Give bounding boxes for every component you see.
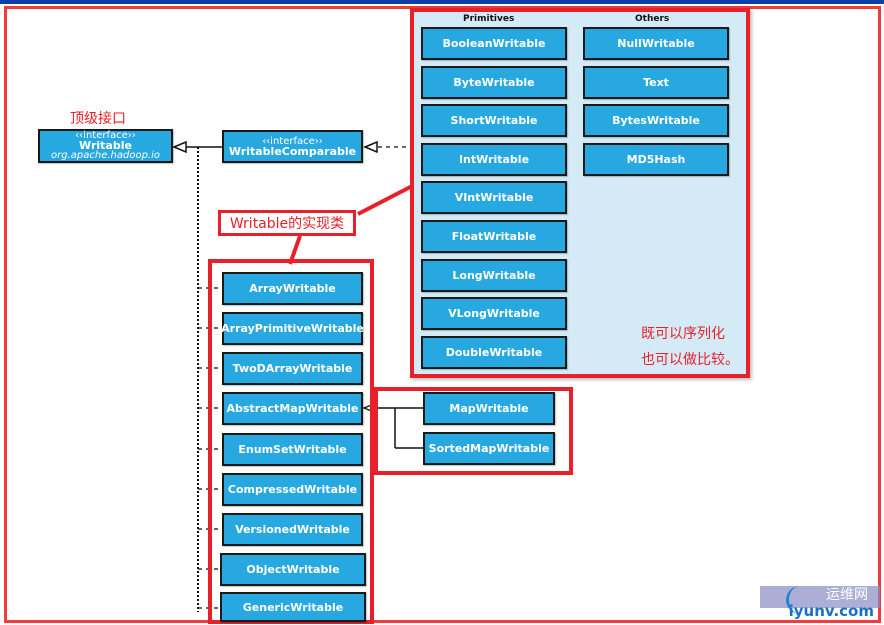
primitive-box[interactable]: ShortWritable (421, 104, 567, 137)
impl-classes-label: Writable的实现类 (218, 210, 356, 236)
other-box[interactable]: BytesWritable (583, 104, 729, 137)
impl-box[interactable]: VersionedWritable (222, 513, 363, 546)
comparable-note-line1: 既可以序列化 (641, 326, 725, 342)
primitive-box[interactable]: VLongWritable (421, 297, 567, 330)
primitive-box[interactable]: VIntWritable (421, 181, 567, 214)
top-interface-label: 顶级接口 (70, 111, 126, 127)
primitives-header: Primitives (463, 14, 515, 24)
impl-box[interactable]: EnumSetWritable (222, 433, 363, 466)
impl-box[interactable]: GenericWritable (220, 592, 366, 622)
writable-stereotype: ‹‹interface›› (75, 130, 136, 141)
impl-box[interactable]: AbstractMapWritable (222, 392, 363, 425)
impl-box[interactable]: ArrayWritable (222, 272, 363, 305)
impl-box[interactable]: ArrayPrimitiveWritable (221, 312, 364, 345)
primitive-box[interactable]: LongWritable (421, 259, 567, 292)
writable-package: org.apache.hadoop.io (51, 150, 160, 161)
impl-box[interactable]: CompressedWritable (222, 473, 363, 506)
primitive-box[interactable]: ByteWritable (421, 66, 567, 99)
writable-interface-box[interactable]: ‹‹interface›› Writable org.apache.hadoop… (38, 129, 173, 163)
other-box[interactable]: Text (583, 66, 729, 99)
map-impls-highlight (374, 387, 573, 475)
writable-comparable-stereotype: ‹‹interface›› (262, 135, 323, 147)
impl-classes-highlight (208, 259, 374, 624)
primitive-box[interactable]: FloatWritable (421, 220, 567, 253)
primitive-box[interactable]: DoubleWritable (421, 336, 567, 369)
primitive-box[interactable]: BooleanWritable (421, 27, 567, 60)
writable-comparable-name: WritableComparable (228, 144, 357, 158)
writable-comparable-interface-box[interactable]: ‹‹interface›› WritableComparable (222, 130, 363, 163)
impl-box[interactable]: TwoDArrayWritable (222, 352, 363, 385)
other-box[interactable]: NullWritable (583, 27, 729, 60)
comparable-note-line2: 也可以做比较。 (641, 352, 739, 368)
map-impl-box[interactable]: SortedMapWritable (423, 432, 555, 465)
watermark-logo-icon (786, 586, 814, 614)
map-impl-box[interactable]: MapWritable (423, 392, 555, 425)
top-bar (0, 0, 884, 4)
writable-name: Writable (79, 139, 132, 152)
others-header: Others (635, 14, 670, 24)
watermark-en: iyunv.com (788, 602, 874, 620)
impl-box[interactable]: ObjectWritable (220, 553, 366, 586)
outer-highlight-frame (4, 6, 881, 623)
primitive-box[interactable]: IntWritable (421, 143, 567, 176)
watermark-cn: 运维网 (826, 587, 868, 603)
other-box[interactable]: MD5Hash (583, 143, 729, 176)
site-watermark: 运维网 iyunv.com (760, 578, 880, 622)
